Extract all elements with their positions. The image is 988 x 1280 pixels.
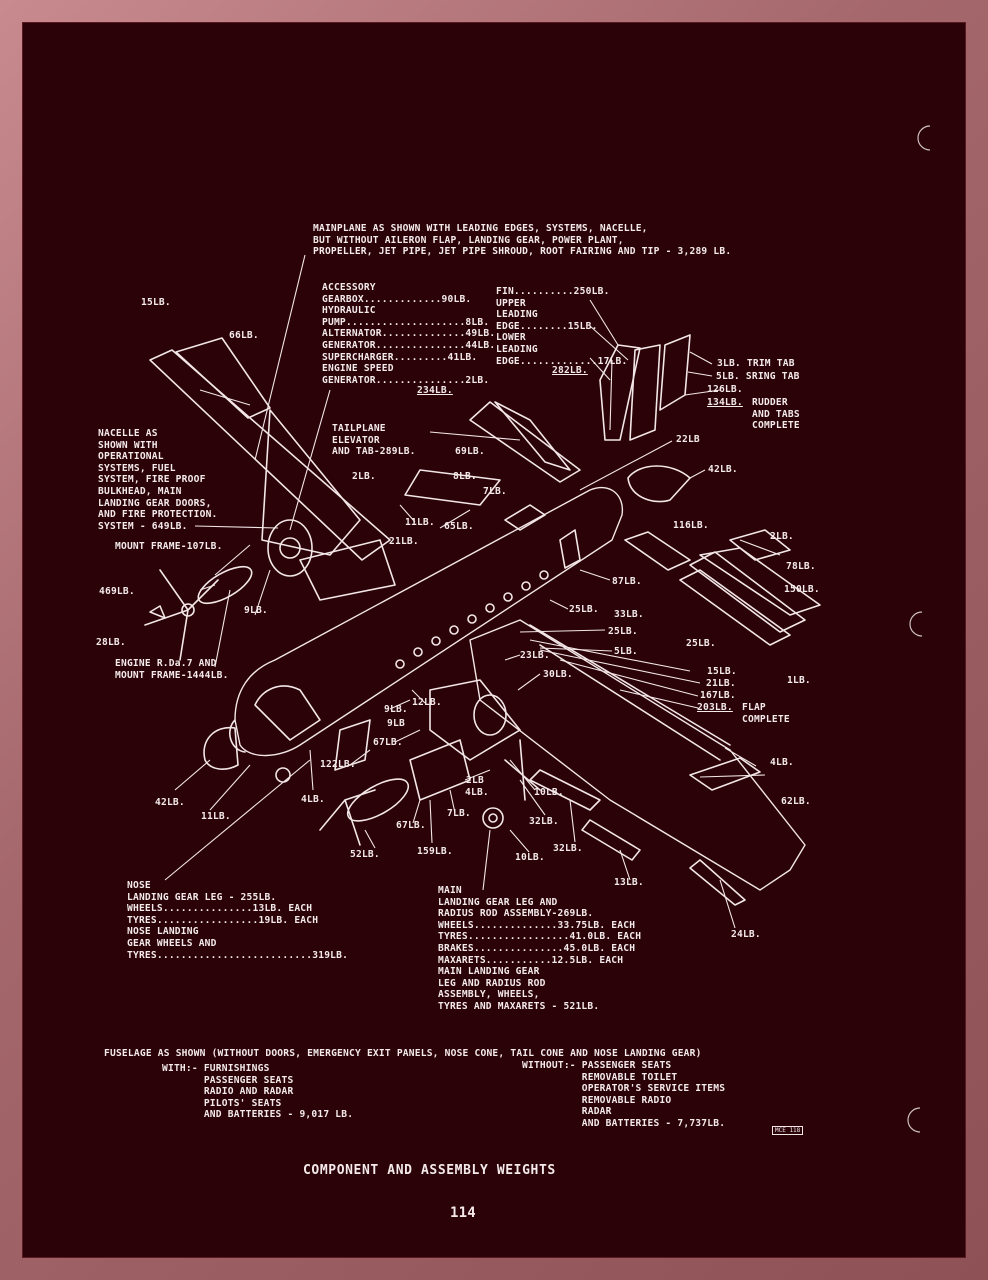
page-number: 114 xyxy=(450,1205,476,1221)
weight-label: 67LB. xyxy=(373,737,403,748)
weight-label: 122LB. xyxy=(320,759,356,770)
weight-label: 4LB. xyxy=(465,787,489,798)
weight-label: 87LB. xyxy=(612,576,642,587)
weight-label: 21LB. xyxy=(389,536,419,547)
weight-label: 9LB. xyxy=(384,704,408,715)
weight-label: 150LB. xyxy=(784,584,820,595)
weight-label: 42LB. xyxy=(155,797,185,808)
weight-label: 13LB. xyxy=(614,877,644,888)
label-spring-tab: 5LB. SRING TAB xyxy=(716,371,800,382)
weight-label: 66LB. xyxy=(229,330,259,341)
weight-label: 159LB. xyxy=(417,846,453,857)
weight-label: 25LB. xyxy=(686,638,716,649)
ref-code-box: MCE 118 xyxy=(772,1126,804,1135)
label-fin: FIN..........250LB. UPPER LEADING EDGE..… xyxy=(496,286,628,367)
weight-label: 5LB. xyxy=(614,646,638,657)
label-rudder-134: 134LB. xyxy=(707,397,743,408)
weight-label: 33LB. xyxy=(614,609,644,620)
leader-lines xyxy=(164,254,766,929)
fin-and-rudder xyxy=(599,334,691,441)
weight-label: 65LB. xyxy=(444,521,474,532)
weight-label: 30LB. xyxy=(543,669,573,680)
weight-label: 10LB. xyxy=(515,852,545,863)
weight-label: 11LB. xyxy=(405,517,435,528)
weight-label: 62LB. xyxy=(781,796,811,807)
weight-label: 10LB. xyxy=(534,787,564,798)
port-nacelle xyxy=(261,409,396,601)
weight-label: 22LB xyxy=(676,434,700,445)
label-accessory-gearbox: ACCESSORY GEARBOX.............90LB. HYDR… xyxy=(322,282,496,386)
label-fuselage-without: WITHOUT:- PASSENGER SEATS REMOVABLE TOIL… xyxy=(522,1060,726,1129)
weight-label: 116LB. xyxy=(673,520,709,531)
label-nacelle: NACELLE AS SHOWN WITH OPERATIONAL SYSTEM… xyxy=(98,428,218,532)
label-trim-tab: 3LB. TRIM TAB xyxy=(717,358,795,369)
nose-cone xyxy=(203,726,239,770)
weight-label: 4LB. xyxy=(770,757,794,768)
weight-label: 7LB. xyxy=(483,486,507,497)
binder-hole-middle xyxy=(909,611,923,637)
tailplane xyxy=(404,401,581,506)
binder-hole-bottom xyxy=(907,1107,921,1133)
label-flap-203: 203LB. xyxy=(697,702,733,713)
label-fin-total: 282LB. xyxy=(552,365,588,376)
starboard-nacelle xyxy=(319,679,521,846)
weight-label: 25LB. xyxy=(569,604,599,615)
label-fuselage: FUSELAGE AS SHOWN (WITHOUT DOORS, EMERGE… xyxy=(104,1048,702,1059)
weight-label: 469LB. xyxy=(99,586,135,597)
starboard-wing xyxy=(469,619,806,906)
weight-label: 23LB. xyxy=(520,650,550,661)
tail-cone xyxy=(627,465,691,503)
starboard-flap xyxy=(624,529,821,646)
weight-label: 2LB. xyxy=(770,531,794,542)
weight-label: 2LB xyxy=(466,775,484,786)
label-rudder-126: 126LB. xyxy=(707,384,743,395)
weight-label: 15LB. xyxy=(707,666,737,677)
weight-label: 78LB. xyxy=(786,561,816,572)
weight-label: 11LB. xyxy=(201,811,231,822)
label-mount-frame: MOUNT FRAME-107LB. xyxy=(115,541,223,552)
weight-label: 15LB. xyxy=(141,297,171,308)
weight-label: 1LB. xyxy=(787,675,811,686)
label-fuselage-with: WITH:- FURNISHINGS PASSENGER SEATS RADIO… xyxy=(162,1063,354,1121)
figure-caption: COMPONENT AND ASSEMBLY WEIGHTS xyxy=(303,1163,556,1178)
label-mainplane: MAINPLANE AS SHOWN WITH LEADING EDGES, S… xyxy=(313,223,732,258)
weight-label: 8LB. xyxy=(453,471,477,482)
weight-label: 21LB. xyxy=(706,678,736,689)
weight-label: 9LB. xyxy=(244,605,268,616)
weight-label: 9LB xyxy=(387,718,405,729)
binder-hole-top xyxy=(917,125,931,151)
label-tailplane: TAILPLANE ELEVATOR AND TAB-289LB. xyxy=(332,423,416,458)
weight-label: 32LB. xyxy=(553,843,583,854)
weight-label: 7LB. xyxy=(447,808,471,819)
weight-label: 52LB. xyxy=(350,849,380,860)
weight-label: 4LB. xyxy=(301,794,325,805)
fuselage-windows xyxy=(395,570,549,669)
weight-label: 25LB. xyxy=(608,626,638,637)
label-flap-complete: FLAP COMPLETE xyxy=(742,702,790,725)
weight-label: 69LB. xyxy=(455,446,485,457)
weight-label: 167LB. xyxy=(700,690,736,701)
weight-label: 67LB. xyxy=(396,820,426,831)
weight-label: 42LB. xyxy=(708,464,738,475)
label-rudder-complete: RUDDER AND TABS COMPLETE xyxy=(752,397,800,432)
fuselage xyxy=(229,487,624,757)
weight-label: 24LB. xyxy=(731,929,761,940)
weight-label: 2LB. xyxy=(352,471,376,482)
weight-label: 12LB. xyxy=(412,697,442,708)
weight-label: 28LB. xyxy=(96,637,126,648)
label-nose-landing-gear: NOSE LANDING GEAR LEG - 255LB. WHEELS...… xyxy=(127,880,349,961)
label-main-landing-gear: MAIN LANDING GEAR LEG AND RADIUS ROD ASS… xyxy=(438,885,642,1012)
label-accessory-total: 234LB. xyxy=(417,385,453,396)
label-engine: ENGINE R.Da.7 AND MOUNT FRAME-1444LB. xyxy=(115,658,229,681)
weight-label: 32LB. xyxy=(529,816,559,827)
port-outer-wing xyxy=(149,337,391,561)
propeller xyxy=(144,565,253,661)
